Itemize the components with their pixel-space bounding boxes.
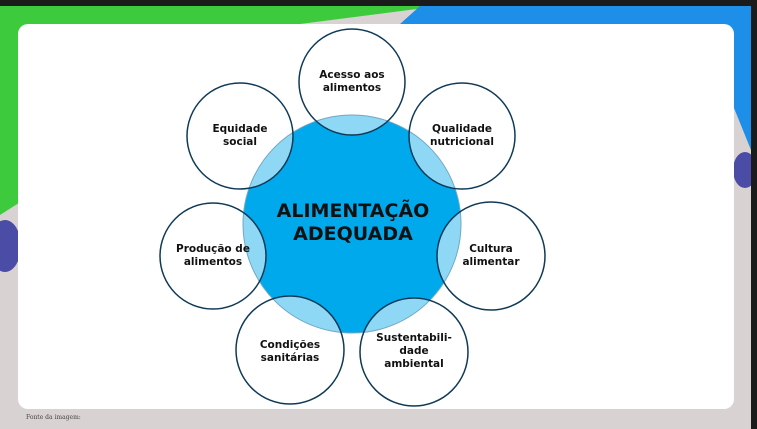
- node-label-line: Acesso aos: [319, 69, 385, 81]
- node-circle-qualidade: [408, 82, 516, 190]
- node-label-line: Equidade: [212, 123, 268, 135]
- node-label-line: nutricional: [430, 136, 494, 148]
- node-label-line: alimentos: [322, 82, 382, 94]
- center-circle: [243, 115, 461, 333]
- node-label-line: Qualidade: [432, 123, 492, 135]
- node-label-qualidade: Qualidade nutricional: [416, 123, 508, 149]
- node-label-acesso: Acesso aos alimentos: [306, 69, 398, 95]
- node-circle-condicoes: [235, 295, 345, 405]
- center-label-line2: ADEQUADA: [293, 223, 413, 245]
- node-label-line: Condições: [259, 339, 321, 351]
- node-circle-producao: [159, 202, 267, 310]
- blue-band: [400, 6, 751, 150]
- image-source-caption: Fonte da imagem:: [26, 414, 81, 421]
- center-label: ALIMENTAÇÃO ADEQUADA: [253, 200, 453, 246]
- node-label-line: dade: [399, 345, 429, 357]
- node-label-line: Sustentabili-: [376, 332, 452, 344]
- node-label-condicoes: Condições sanitárias: [244, 339, 336, 365]
- node-circle-equidade: [186, 82, 294, 190]
- node-label-sustentabilidade: Sustentabili- dade ambiental: [368, 332, 460, 371]
- node-circle-cultura: [436, 201, 546, 311]
- node-label-producao: Produção de alimentos: [167, 243, 259, 269]
- node-label-line: alimentos: [183, 256, 243, 268]
- node-label-line: Produção de: [176, 243, 250, 255]
- node-circle-sustentabilidade: [359, 297, 469, 407]
- node-label-equidade: Equidade social: [194, 123, 286, 149]
- node-label-line: social: [223, 136, 257, 148]
- purple-blob-left: [0, 220, 21, 272]
- center-label-line1: ALIMENTAÇÃO: [276, 200, 430, 222]
- window-top-strip: [0, 0, 757, 6]
- center-circle-outline: [242, 114, 462, 334]
- window-right-strip: [751, 0, 757, 429]
- node-circle-acesso: [298, 28, 406, 136]
- node-label-line: sanitárias: [260, 352, 320, 364]
- node-label-line: Cultura: [469, 243, 513, 255]
- node-label-line: ambiental: [384, 358, 444, 370]
- node-label-cultura: Cultura alimentar: [445, 243, 537, 269]
- node-label-line: alimentar: [462, 256, 520, 268]
